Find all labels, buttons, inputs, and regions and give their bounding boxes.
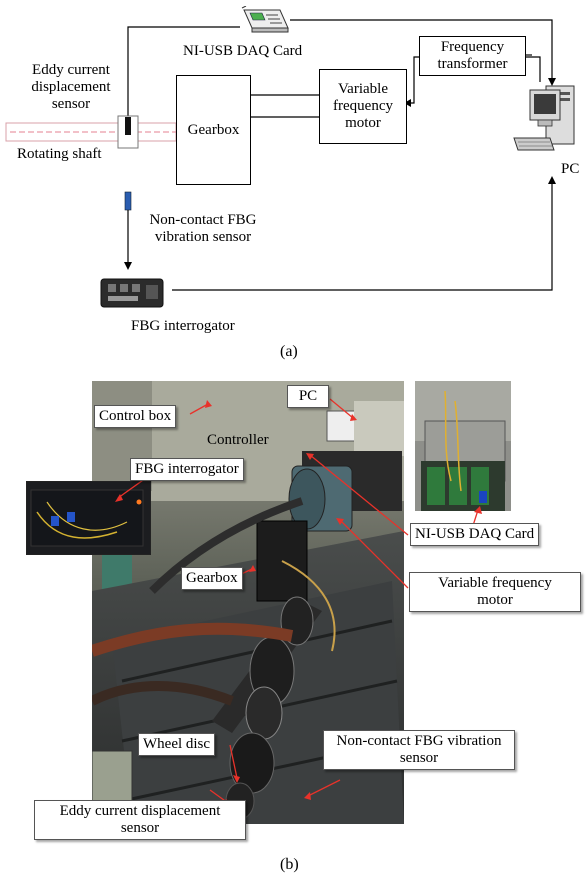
controller-label: Controller	[207, 432, 269, 448]
callout-motor: Variable frequency motor	[409, 572, 581, 612]
callout-fbg-interrogator: FBG interrogator	[130, 458, 244, 481]
callout-motor-line2: motor	[477, 592, 513, 608]
daq-card-icon	[236, 5, 292, 36]
caption-a: (a)	[280, 343, 298, 360]
rotating-shaft-label: Rotating shaft	[17, 146, 102, 162]
callout-eddy-sensor-line1: Eddy current displacement	[59, 803, 221, 819]
frequency-transformer-box: Frequency transformer	[419, 36, 526, 76]
eddy-sensor-label-line2: displacement	[31, 79, 111, 95]
motor-box: Variable frequency motor	[319, 69, 407, 144]
callout-pc: PC	[287, 385, 329, 408]
fbg-interrogator-icon	[100, 277, 166, 311]
transformer-line2: transformer	[437, 56, 508, 72]
callout-fbg-sensor-line1: Non-contact FBG vibration	[336, 733, 502, 749]
fbg-sensor-label: Non-contact FBG vibration sensor	[133, 212, 273, 246]
callout-eddy-sensor-line2: sensor	[120, 820, 160, 836]
gearbox-box: Gearbox	[176, 75, 251, 185]
caption-b: (b)	[280, 856, 299, 873]
fbg-interrogator-label: FBG interrogator	[131, 318, 235, 334]
fbg-sensor-label-line2: vibration sensor	[154, 229, 252, 245]
callout-wheel-disc: Wheel disc	[138, 733, 216, 756]
transformer-line1: Frequency	[440, 39, 505, 55]
callout-fbg-sensor-line2: sensor	[399, 750, 439, 766]
daq-label: NI-USB DAQ Card	[183, 43, 303, 59]
callout-daq: NI-USB DAQ Card	[410, 523, 540, 546]
motor-line3: motor	[345, 115, 381, 131]
eddy-sensor-label: Eddy current displacement sensor	[12, 62, 130, 113]
pc-label: PC	[561, 161, 580, 177]
callout-control-box: Control box	[94, 405, 177, 428]
motor-line1: Variable	[338, 81, 388, 97]
interrogator-inset-photo	[26, 481, 151, 555]
fbg-sensor-label-line1: Non-contact FBG	[149, 212, 257, 228]
eddy-sensor-label-line1: Eddy current	[32, 62, 110, 78]
callout-motor-line1: Variable frequency	[438, 575, 552, 591]
schematic-lines	[5, 19, 556, 291]
callout-eddy-sensor: Eddy current displacement sensor	[34, 800, 246, 840]
callout-fbg-sensor: Non-contact FBG vibration sensor	[323, 730, 515, 770]
motor-line2: frequency	[333, 98, 393, 114]
pc-icon	[510, 80, 582, 164]
callout-gearbox: Gearbox	[181, 567, 243, 590]
daq-inset-photo	[415, 381, 511, 511]
eddy-sensor-label-line3: sensor	[51, 96, 91, 112]
